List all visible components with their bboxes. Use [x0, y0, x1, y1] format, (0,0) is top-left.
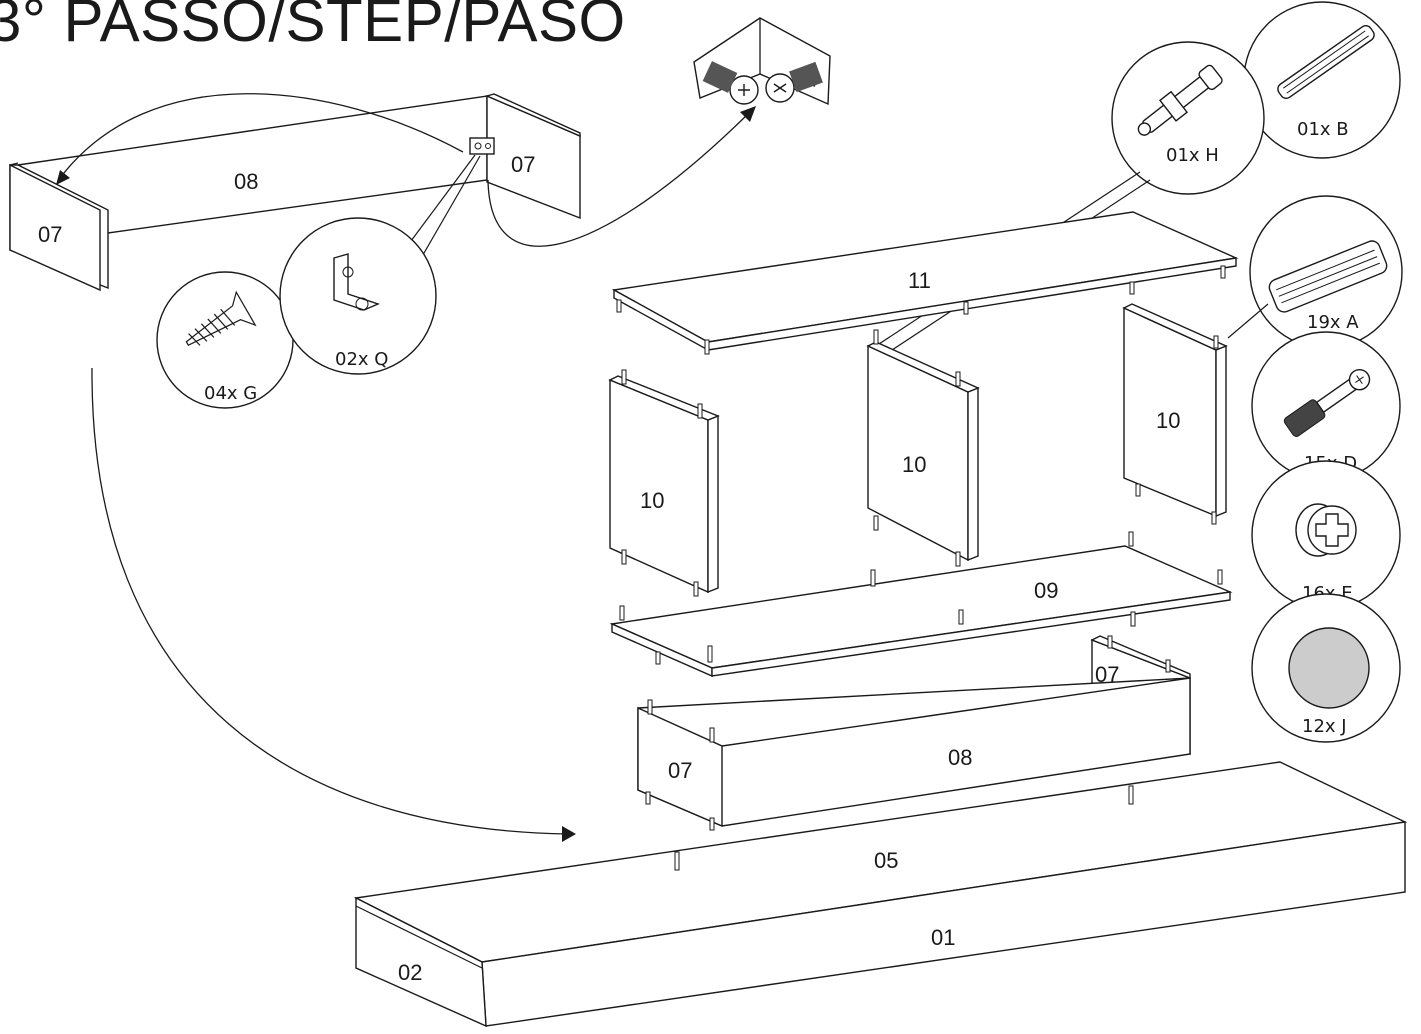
move-arrow — [59, 93, 464, 179]
label-07-bottom-left: 07 — [668, 758, 692, 783]
panel-10-c: 10 — [1122, 303, 1228, 518]
label-05: 05 — [874, 848, 898, 873]
panel-07-left — [9, 163, 101, 292]
cam-bolt-d-icon — [1283, 368, 1371, 437]
panel-07-plinth-left — [637, 706, 723, 828]
top-left-subassembly: 08 07 07 — [9, 93, 581, 292]
label-10-a: 10 — [640, 488, 664, 513]
label-07-top: 07 — [511, 152, 535, 177]
cap-j-icon — [1288, 627, 1370, 709]
panel-02 — [355, 896, 487, 1028]
panel-11: 11 — [611, 211, 1239, 352]
detail-arrow — [487, 111, 751, 247]
label-08-top: 08 — [234, 169, 258, 194]
label-10-b: 10 — [902, 452, 926, 477]
hardware-e: 16x E — [1251, 460, 1401, 610]
hardware-h: 01x H — [1111, 41, 1265, 195]
label-g: 04x G — [204, 383, 257, 404]
base-arrow — [91, 367, 569, 835]
hardware-a: 19x A — [1249, 195, 1403, 349]
cam-lock-e-icon — [1295, 503, 1357, 557]
label-08-bottom: 08 — [948, 745, 972, 770]
dowel-b-icon — [1277, 24, 1375, 100]
hardware-j: 12x J — [1251, 593, 1401, 743]
label-j: 12x J — [1302, 716, 1347, 737]
dowel-a-icon — [1268, 240, 1388, 313]
label-q: 02x Q — [335, 349, 388, 370]
panel-10-b: 10 — [866, 341, 980, 562]
label-11: 11 — [908, 268, 931, 293]
panel-10-a: 10 — [608, 375, 720, 594]
screw-g-icon — [185, 290, 257, 346]
label-07-bottom-right: 07 — [1095, 662, 1119, 687]
hardware-d: 15x D — [1251, 331, 1401, 481]
step-title: 3° PASSO/STEP/PASO — [0, 0, 626, 54]
label-07-left: 07 — [38, 222, 62, 247]
base-assembly: 05 01 02 — [353, 761, 1408, 1028]
panel-09: 09 — [609, 545, 1233, 678]
label-10-c: 10 — [1156, 408, 1180, 433]
label-h: 01x H — [1166, 145, 1219, 166]
connector-h-icon — [1137, 64, 1223, 136]
label-a: 19x A — [1307, 312, 1359, 333]
label-01: 01 — [931, 925, 955, 950]
bracket-q — [469, 137, 495, 155]
fastener-pins — [616, 265, 1226, 871]
corner-detail — [693, 17, 831, 106]
hardware-b: 01x B — [1243, 1, 1401, 159]
label-09: 09 — [1034, 578, 1058, 603]
hardware-q: 02x Q — [279, 217, 437, 375]
hardware-g: 04x G — [156, 271, 294, 409]
label-b: 01x B — [1297, 119, 1349, 140]
label-02: 02 — [398, 960, 422, 985]
